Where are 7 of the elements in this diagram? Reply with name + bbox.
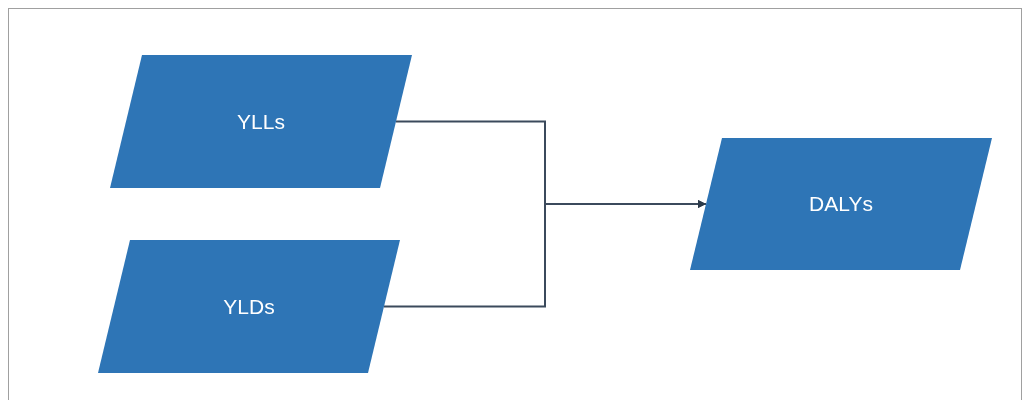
data-parallelogram bbox=[98, 240, 400, 373]
node-label: YLLs bbox=[237, 108, 285, 135]
node-label: YLDs bbox=[223, 293, 275, 320]
data-parallelogram bbox=[690, 138, 992, 270]
node-label: DALYs bbox=[809, 191, 873, 218]
connector-arrow bbox=[383, 200, 707, 308]
data-parallelogram bbox=[110, 55, 412, 188]
